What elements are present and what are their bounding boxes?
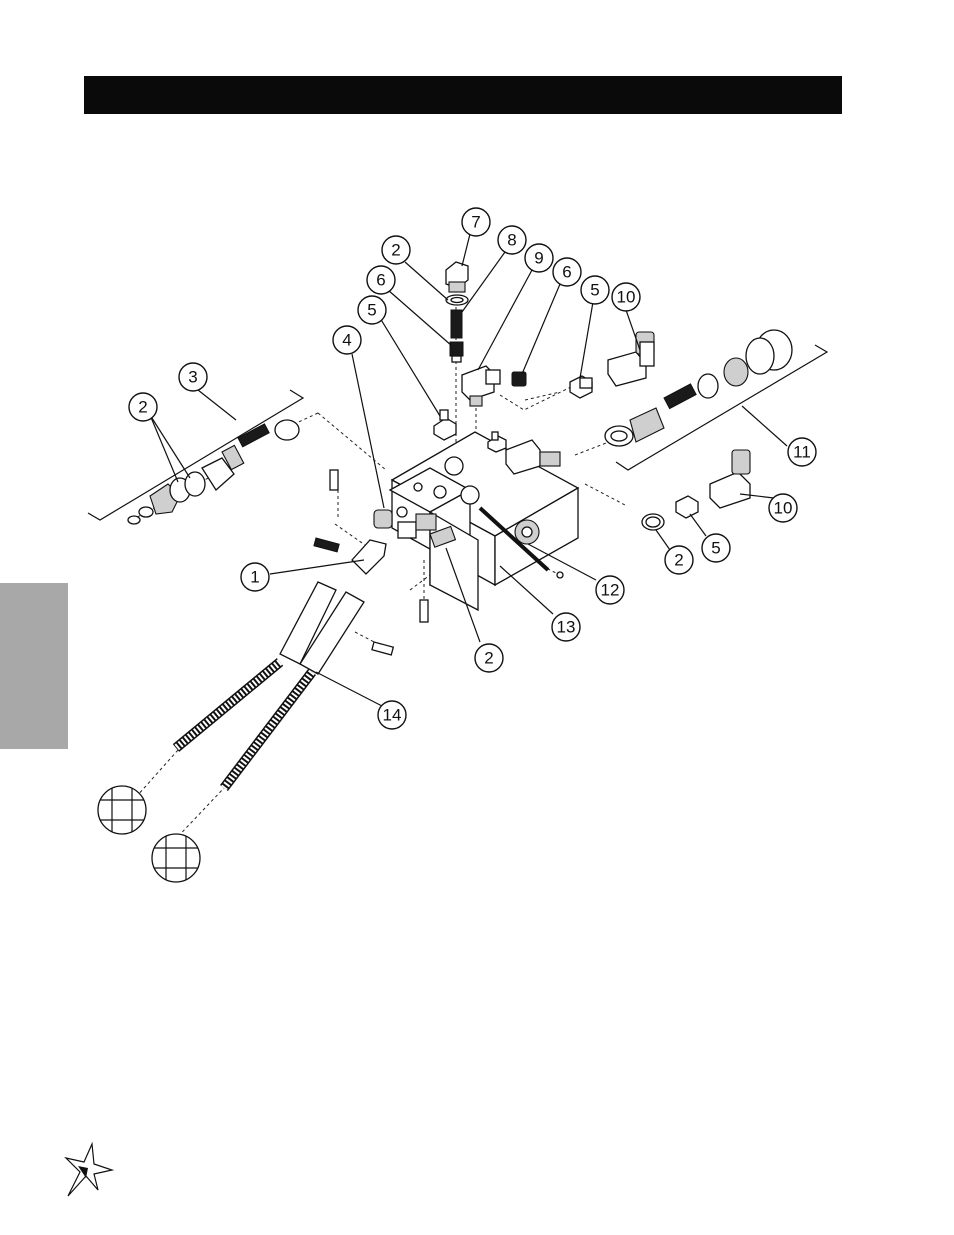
svg-text:5: 5 xyxy=(367,301,376,320)
svg-text:2: 2 xyxy=(674,551,683,570)
callout-12: 12 xyxy=(596,576,624,604)
svg-text:9: 9 xyxy=(534,249,543,268)
svg-text:8: 8 xyxy=(507,231,516,250)
svg-text:10: 10 xyxy=(617,288,636,307)
part-9-elbow xyxy=(462,366,500,406)
svg-text:5: 5 xyxy=(590,281,599,300)
callout-8: 8 xyxy=(498,226,526,254)
svg-text:2: 2 xyxy=(484,649,493,668)
callout-6: 6 xyxy=(553,258,581,286)
callout-5: 5 xyxy=(702,534,730,562)
callout-11: 11 xyxy=(788,438,816,466)
svg-text:1: 1 xyxy=(250,568,259,587)
part-14-handles xyxy=(98,582,364,882)
callout-10: 10 xyxy=(769,494,797,522)
callout-2: 2 xyxy=(665,546,693,574)
part-10-bottom-elbow xyxy=(710,450,750,508)
svg-text:2: 2 xyxy=(391,241,400,260)
part-10-top-elbow xyxy=(608,332,654,386)
callout-10: 10 xyxy=(612,283,640,311)
callout-9: 9 xyxy=(525,244,553,272)
part-8-spring xyxy=(451,310,462,338)
svg-text:6: 6 xyxy=(376,271,385,290)
callout-2: 2 xyxy=(129,393,157,421)
part-7-cap xyxy=(446,262,468,292)
callout-2: 2 xyxy=(382,236,410,264)
part-2-top-washer xyxy=(446,295,468,305)
callout-5: 5 xyxy=(581,276,609,304)
svg-text:13: 13 xyxy=(557,618,576,637)
svg-text:2: 2 xyxy=(138,398,147,417)
part-5-bottom-right-fitting xyxy=(676,496,698,518)
callout-7: 7 xyxy=(462,208,490,236)
svg-text:5: 5 xyxy=(711,539,720,558)
svg-text:12: 12 xyxy=(601,581,620,600)
svg-text:4: 4 xyxy=(342,331,351,350)
callout-3: 3 xyxy=(179,363,207,391)
callout-1: 1 xyxy=(241,563,269,591)
callout-13: 13 xyxy=(552,613,580,641)
callout-6: 6 xyxy=(367,266,395,294)
callout-5: 5 xyxy=(358,296,386,324)
callout-2: 2 xyxy=(475,644,503,672)
part-6-top-plug xyxy=(450,342,463,362)
part-5-top-right-fitting xyxy=(570,376,592,398)
svg-text:7: 7 xyxy=(471,213,480,232)
brand-star-logo-icon xyxy=(58,1140,118,1200)
part-6-right-plug xyxy=(512,372,526,386)
callout-14: 14 xyxy=(378,701,406,729)
svg-text:6: 6 xyxy=(562,263,571,282)
part-2-right-oring xyxy=(642,514,664,530)
svg-text:11: 11 xyxy=(793,443,811,462)
svg-text:3: 3 xyxy=(188,368,197,387)
part-3-relief-assembly xyxy=(128,420,299,524)
svg-text:14: 14 xyxy=(383,706,402,725)
callout-4: 4 xyxy=(333,326,361,354)
svg-text:10: 10 xyxy=(774,499,793,518)
assembly-3-bracket xyxy=(88,390,303,520)
